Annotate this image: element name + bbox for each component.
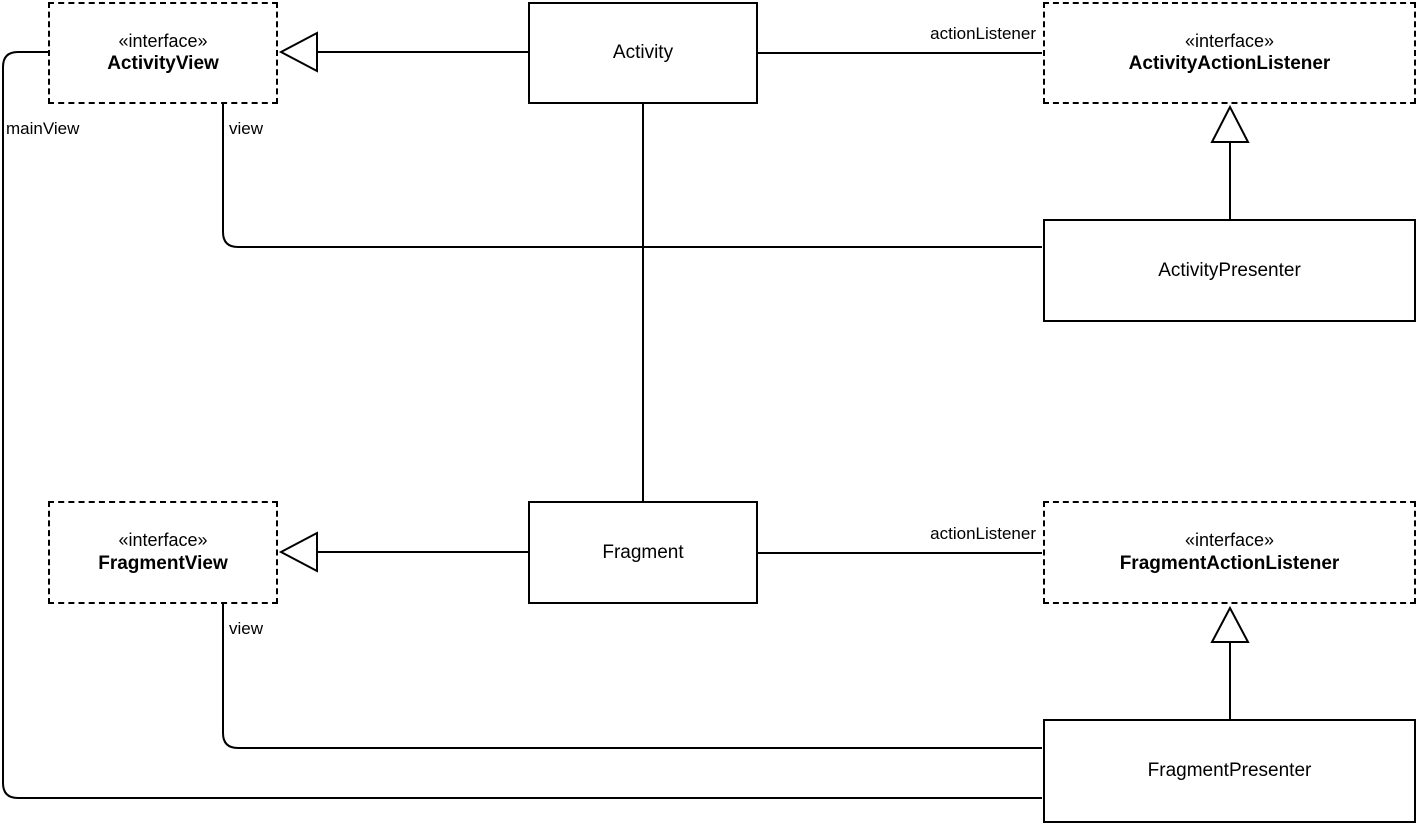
- class-name: ActivityActionListener: [1128, 53, 1331, 75]
- hollow-triangle-left-icon: [278, 31, 318, 73]
- hollow-triangle-up-icon: [1210, 605, 1250, 643]
- stereotype-label: «interface»: [118, 30, 208, 51]
- stereotype-label: «interface»: [1184, 30, 1275, 51]
- class-fragment: Fragment: [528, 501, 758, 604]
- stereotype-label: «interface»: [118, 530, 208, 551]
- class-name: Fragment: [602, 541, 684, 563]
- class-activity-action-listener: «interface» ActivityActionListener: [1043, 2, 1416, 104]
- class-fragment-action-listener: «interface» FragmentActionListener: [1043, 501, 1416, 604]
- class-fragment-view: «interface» FragmentView: [48, 501, 278, 604]
- class-activity: Activity: [528, 2, 758, 104]
- stereotype-label: «interface»: [1184, 530, 1275, 551]
- hollow-triangle-up-icon: [1210, 104, 1250, 143]
- class-name: ActivityPresenter: [1158, 259, 1301, 281]
- edge-label-view-fragment: view: [229, 619, 264, 638]
- class-name: ActivityView: [107, 53, 219, 75]
- hollow-triangle-left-icon: [278, 531, 318, 573]
- class-name: Activity: [612, 42, 674, 64]
- edge-label-view-activity: view: [229, 119, 264, 138]
- edge-view-fragmentpresenter: [222, 604, 1042, 749]
- edge-label-actionlistener-activity: actionListener: [930, 24, 1036, 43]
- edge-view-activitypresenter: [222, 104, 1042, 248]
- class-activity-presenter: ActivityPresenter: [1043, 219, 1416, 322]
- class-name: FragmentPresenter: [1147, 760, 1312, 782]
- class-fragment-presenter: FragmentPresenter: [1043, 719, 1416, 823]
- class-name: FragmentView: [98, 552, 228, 574]
- edge-mainview-fragmentpresenter: [2, 51, 1042, 799]
- class-activity-view: «interface» ActivityView: [48, 2, 278, 104]
- edge-label-actionlistener-fragment: actionListener: [930, 524, 1036, 543]
- edge-label-mainview: mainView: [6, 119, 80, 138]
- class-name: FragmentActionListener: [1119, 552, 1340, 574]
